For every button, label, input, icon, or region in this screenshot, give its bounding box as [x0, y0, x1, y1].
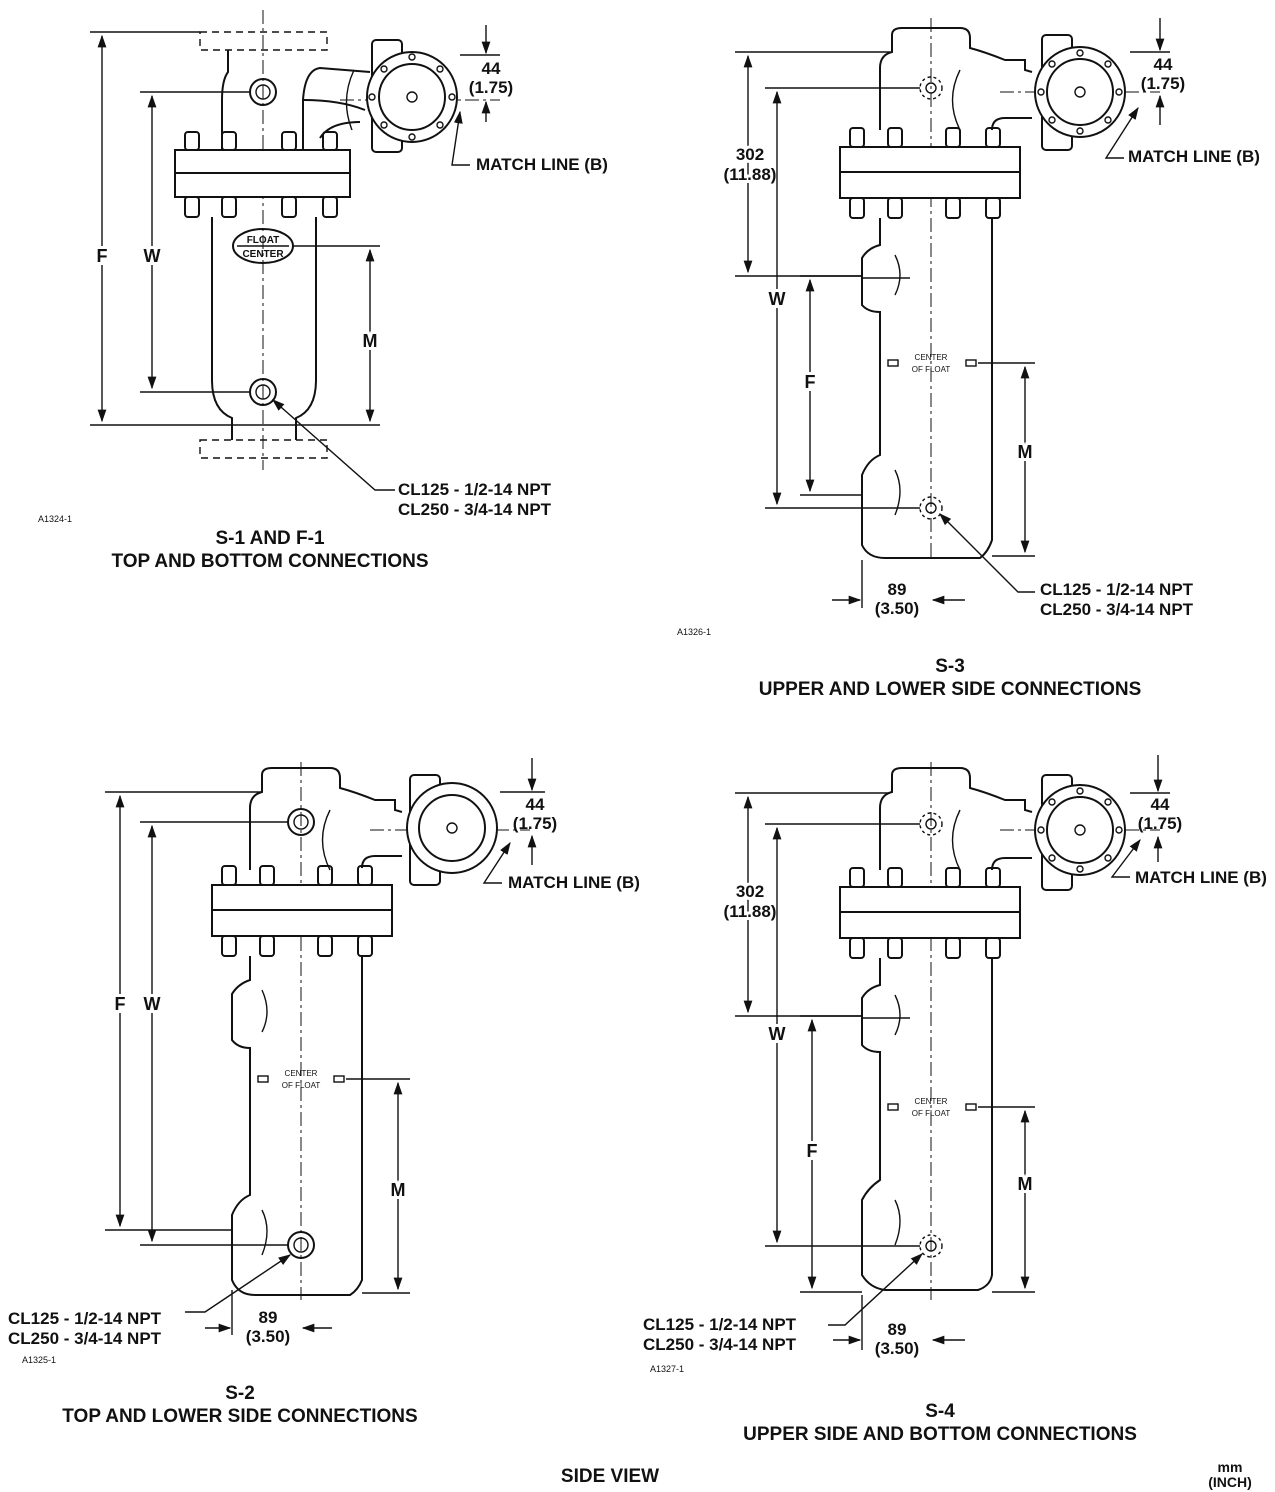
- s1-connection-2: CL250 - 3/4-14 NPT: [398, 500, 552, 519]
- s3-caption: S-3 UPPER AND LOWER SIDE CONNECTIONS: [690, 655, 1210, 701]
- s4-dim-w: W: [769, 1024, 786, 1044]
- s2-match-line: MATCH LINE (B): [508, 873, 640, 892]
- s4-height-in: (11.88): [724, 902, 777, 921]
- s4-offset-in: (1.75): [1138, 814, 1182, 833]
- s4-drawing: CENTER OF FLOAT 302 (11.88) W F: [643, 755, 1267, 1358]
- s4-float-label-1: CENTER: [915, 1097, 948, 1106]
- s2-figure-id: A1325-1: [22, 1355, 57, 1365]
- s2-float-label-1: CENTER: [285, 1069, 318, 1078]
- s4-offset-mm: 44: [1151, 795, 1170, 814]
- s1-dim-w: W: [144, 246, 161, 266]
- s1-subtitle: TOP AND BOTTOM CONNECTIONS: [111, 551, 429, 572]
- s1-caption: S-1 AND F-1 TOP AND BOTTOM CONNECTIONS: [20, 527, 520, 573]
- s3-title: S-3: [935, 656, 965, 677]
- page-title: SIDE VIEW: [560, 1466, 660, 1487]
- s3-match-line: MATCH LINE (B): [1128, 147, 1260, 166]
- s2-dim-w: W: [144, 994, 161, 1014]
- s2-connection-2: CL250 - 3/4-14 NPT: [8, 1329, 162, 1348]
- s2-dim-f: F: [115, 994, 126, 1014]
- units-primary: mm: [1217, 1459, 1243, 1475]
- panel-s2: CENTER OF FLOAT F W M 44 (1.75) MATCH LI…: [0, 740, 640, 1300]
- panel-s4: CENTER OF FLOAT 302 (11.88) W F: [640, 740, 1275, 1380]
- s1-float-label-1: FLOAT: [247, 235, 280, 246]
- panel-s3: CENTER OF FLOAT 302 (11.88) W F: [640, 0, 1275, 720]
- s2-title: S-2: [225, 1383, 255, 1404]
- s2-width-mm: 89: [259, 1308, 278, 1327]
- s3-float-label-1: CENTER: [915, 353, 948, 362]
- s2-offset-mm: 44: [526, 795, 545, 814]
- s1-dim-m: M: [363, 331, 378, 351]
- s4-connection-1: CL125 - 1/2-14 NPT: [643, 1315, 797, 1334]
- s4-caption: S-4 UPPER SIDE AND BOTTOM CONNECTIONS: [680, 1400, 1200, 1446]
- s3-drawing: CENTER OF FLOAT 302 (11.88) W F: [721, 18, 1260, 619]
- s4-width-mm: 89: [888, 1320, 907, 1339]
- s4-float-label-2: OF FLOAT: [912, 1109, 951, 1118]
- s2-subtitle: TOP AND LOWER SIDE CONNECTIONS: [62, 1406, 418, 1427]
- s1-figure-id: A1324-1: [38, 514, 73, 524]
- s4-height-mm: 302: [736, 882, 764, 901]
- panel-s1: FLOAT CENTER F W M 44 (1.75): [0, 0, 640, 600]
- s2-width-in: (3.50): [246, 1327, 290, 1346]
- s1-drawing: FLOAT CENTER F W M 44 (1.75): [90, 10, 608, 519]
- s1-offset-mm: 44: [482, 59, 501, 78]
- s2-float-label-2: OF FLOAT: [282, 1081, 321, 1090]
- s1-float-label-2: CENTER: [242, 249, 284, 260]
- s3-height-in: (11.88): [724, 165, 777, 184]
- s2-connection-1: CL125 - 1/2-14 NPT: [8, 1309, 162, 1328]
- s3-width-mm: 89: [888, 580, 907, 599]
- s4-figure-id: A1327-1: [650, 1364, 685, 1374]
- s4-dim-f: F: [807, 1141, 818, 1161]
- s3-dim-w: W: [769, 289, 786, 309]
- s3-offset-in: (1.75): [1141, 74, 1185, 93]
- units-legend: mm (INCH): [1190, 1460, 1270, 1490]
- s3-dim-f: F: [805, 372, 816, 392]
- s3-connection-1: CL125 - 1/2-14 NPT: [1040, 580, 1194, 599]
- s3-height-mm: 302: [736, 145, 764, 164]
- s2-offset-in: (1.75): [513, 814, 557, 833]
- s3-float-label-2: OF FLOAT: [912, 365, 951, 374]
- s2-drawing-bottom: CL125 - 1/2-14 NPT CL250 - 3/4-14 NPT 89…: [8, 1254, 332, 1348]
- s4-connection-2: CL250 - 3/4-14 NPT: [643, 1335, 797, 1354]
- s3-width-in: (3.50): [875, 599, 919, 618]
- s4-dim-m: M: [1018, 1174, 1033, 1194]
- s3-connection-2: CL250 - 3/4-14 NPT: [1040, 600, 1194, 619]
- s1-match-line: MATCH LINE (B): [476, 155, 608, 174]
- s3-figure-id: A1326-1: [677, 627, 712, 637]
- s4-subtitle: UPPER SIDE AND BOTTOM CONNECTIONS: [743, 1424, 1137, 1445]
- s1-offset-in: (1.75): [469, 78, 513, 97]
- panel-s2-bottom: CL125 - 1/2-14 NPT CL250 - 3/4-14 NPT 89…: [0, 1110, 640, 1390]
- s3-dim-m: M: [1018, 442, 1033, 462]
- s1-dim-f: F: [97, 246, 108, 266]
- s2-dim-m: M: [391, 1180, 406, 1200]
- s2-drawing: CENTER OF FLOAT F W M 44 (1.75) MATCH LI…: [105, 758, 640, 1300]
- s4-width-in: (3.50): [875, 1339, 919, 1358]
- s3-subtitle: UPPER AND LOWER SIDE CONNECTIONS: [758, 679, 1142, 700]
- s4-title: S-4: [925, 1401, 955, 1422]
- s4-match-line: MATCH LINE (B): [1135, 868, 1267, 887]
- s3-offset-mm: 44: [1154, 55, 1173, 74]
- units-secondary: (INCH): [1208, 1474, 1252, 1490]
- s1-title: S-1 AND F-1: [215, 528, 325, 549]
- s1-connection-1: CL125 - 1/2-14 NPT: [398, 480, 552, 499]
- s2-caption: S-2 TOP AND LOWER SIDE CONNECTIONS: [0, 1382, 480, 1428]
